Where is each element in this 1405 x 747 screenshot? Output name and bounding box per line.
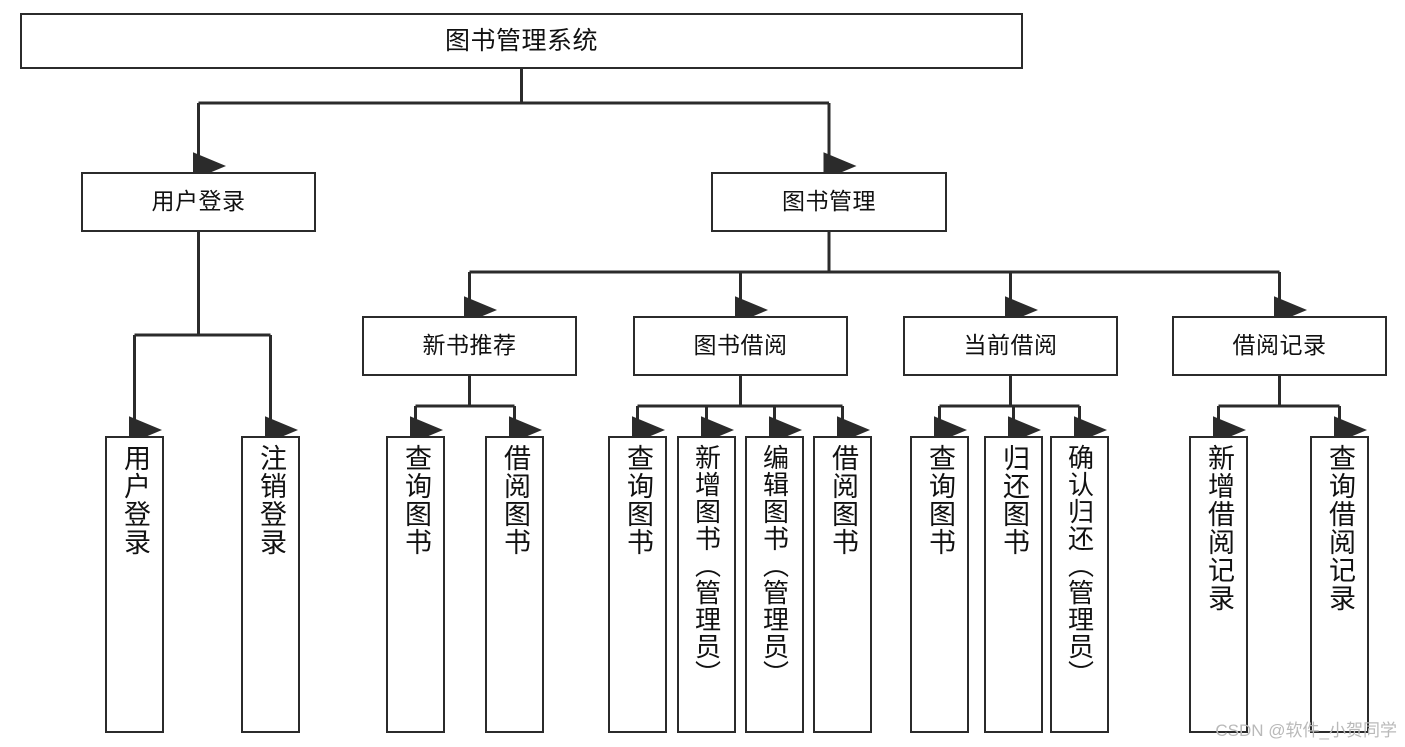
node-label: 新书推荐 bbox=[422, 332, 517, 359]
leaf-borrow-query-book[interactable]: 查询图书 bbox=[608, 436, 667, 733]
node-borrow-record[interactable]: 借阅记录 bbox=[1172, 316, 1387, 376]
node-label: 归还图书 bbox=[999, 444, 1029, 556]
leaf-borrow-add-book-admin[interactable]: 新增图书（管理员） bbox=[677, 436, 736, 733]
node-book-management-module[interactable]: 图书管理 bbox=[711, 172, 947, 232]
leaf-current-query-book[interactable]: 查询图书 bbox=[910, 436, 969, 733]
leaf-borrow-edit-book-admin[interactable]: 编辑图书（管理员） bbox=[745, 436, 804, 733]
node-label: 用户登录 bbox=[151, 188, 246, 215]
leaf-current-confirm-return-admin[interactable]: 确认归还（管理员） bbox=[1050, 436, 1109, 733]
node-label: 新增图书（管理员） bbox=[691, 444, 722, 687]
node-label: 注销登录 bbox=[256, 444, 286, 556]
leaf-current-return-book[interactable]: 归还图书 bbox=[984, 436, 1043, 733]
leaf-new-borrow-book[interactable]: 借阅图书 bbox=[485, 436, 544, 733]
node-label: 查询借阅记录 bbox=[1325, 444, 1355, 612]
leaf-user-logout[interactable]: 注销登录 bbox=[241, 436, 300, 733]
node-new-book-recommend[interactable]: 新书推荐 bbox=[362, 316, 577, 376]
node-label: 查询图书 bbox=[925, 444, 955, 556]
node-label: 借阅记录 bbox=[1232, 332, 1327, 359]
csdn-watermark: CSDN @软件_小贺同学 bbox=[1215, 721, 1397, 740]
leaf-new-query-book[interactable]: 查询图书 bbox=[386, 436, 445, 733]
node-label: 图书管理系统 bbox=[444, 27, 598, 55]
leaf-record-add-borrow-record[interactable]: 新增借阅记录 bbox=[1189, 436, 1248, 733]
node-book-borrow[interactable]: 图书借阅 bbox=[633, 316, 848, 376]
node-label: 查询图书 bbox=[401, 444, 431, 556]
node-label: 图书管理 bbox=[782, 188, 876, 215]
leaf-record-query-borrow-record[interactable]: 查询借阅记录 bbox=[1310, 436, 1369, 733]
node-label: 借阅图书 bbox=[500, 444, 530, 556]
node-label: 图书借阅 bbox=[693, 332, 788, 359]
node-label: 新增借阅记录 bbox=[1204, 444, 1234, 612]
leaf-borrow-lend-book[interactable]: 借阅图书 bbox=[813, 436, 872, 733]
node-label: 编辑图书（管理员） bbox=[759, 444, 790, 687]
node-label: 用户登录 bbox=[120, 444, 150, 556]
node-current-borrow[interactable]: 当前借阅 bbox=[903, 316, 1118, 376]
node-root-system[interactable]: 图书管理系统 bbox=[20, 13, 1023, 69]
node-label: 查询图书 bbox=[623, 444, 653, 556]
node-label: 当前借阅 bbox=[963, 332, 1058, 359]
node-label: 确认归还（管理员） bbox=[1064, 444, 1095, 687]
node-label: 借阅图书 bbox=[828, 444, 858, 556]
leaf-user-login[interactable]: 用户登录 bbox=[105, 436, 164, 733]
node-user-login-module[interactable]: 用户登录 bbox=[81, 172, 316, 232]
